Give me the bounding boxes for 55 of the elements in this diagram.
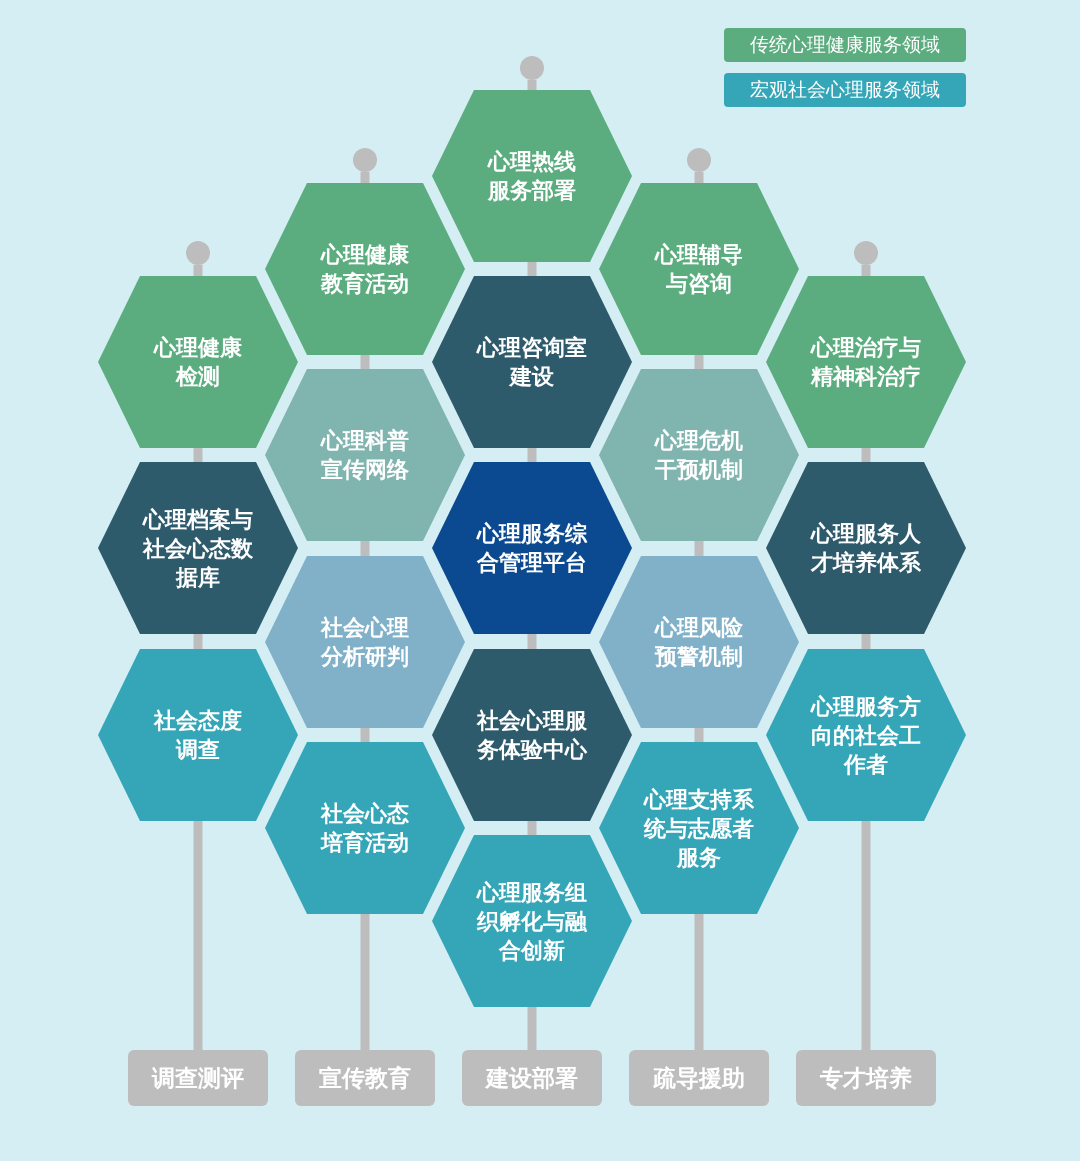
hexagon: 心理咨询室建设 [432, 276, 632, 448]
pole-knob [520, 56, 544, 80]
hexagon: 心理支持系统与志愿者服务 [599, 742, 799, 914]
hexagon: 心理服务组织孵化与融合创新 [432, 835, 632, 1007]
hexagon: 社会心态培育活动 [265, 742, 465, 914]
pole-segment [360, 914, 370, 1050]
category-label: 宣传教育 [295, 1050, 435, 1106]
pole-segment [694, 172, 704, 183]
hexagon: 心理治疗与精神科治疗 [766, 276, 966, 448]
hexagon: 心理风险预警机制 [599, 556, 799, 728]
pole-segment [360, 172, 370, 183]
pole-segment [527, 821, 537, 835]
hexagon: 心理档案与社会心态数据库 [98, 462, 298, 634]
pole-segment [360, 728, 370, 742]
pole-segment [861, 821, 871, 1050]
legend-item: 传统心理健康服务领域 [724, 28, 966, 62]
pole-segment [193, 448, 203, 462]
pole-segment [861, 265, 871, 276]
pole-segment [527, 1007, 537, 1050]
pole-segment [694, 914, 704, 1050]
hexagon: 心理服务方向的社会工作者 [766, 649, 966, 821]
pole-segment [193, 265, 203, 276]
pole-segment [527, 634, 537, 649]
hexagon: 心理服务综合管理平台 [432, 462, 632, 634]
category-label: 建设部署 [462, 1050, 602, 1106]
hexagon: 心理热线服务部署 [432, 90, 632, 262]
pole-segment [694, 355, 704, 369]
hexagon: 心理健康检测 [98, 276, 298, 448]
pole-segment [694, 728, 704, 742]
category-label: 专才培养 [796, 1050, 936, 1106]
pole-knob [186, 241, 210, 265]
pole-segment [360, 355, 370, 369]
pole-segment [193, 634, 203, 649]
pole-segment [527, 448, 537, 462]
pole-segment [527, 262, 537, 276]
hexagon: 心理危机干预机制 [599, 369, 799, 541]
pole-segment [861, 448, 871, 462]
hexagon: 社会心理分析研判 [265, 556, 465, 728]
category-label: 调查测评 [128, 1050, 268, 1106]
hexagon: 心理科普宣传网络 [265, 369, 465, 541]
pole-segment [527, 80, 537, 90]
hexagon: 心理健康教育活动 [265, 183, 465, 355]
hexagon: 社会态度调查 [98, 649, 298, 821]
hexagon: 心理辅导与咨询 [599, 183, 799, 355]
pole-knob [687, 148, 711, 172]
pole-knob [854, 241, 878, 265]
pole-segment [193, 821, 203, 1050]
pole-segment [861, 634, 871, 649]
pole-segment [694, 541, 704, 556]
pole-segment [360, 541, 370, 556]
hexagon: 社会心理服务体验中心 [432, 649, 632, 821]
category-label: 疏导援助 [629, 1050, 769, 1106]
legend-item: 宏观社会心理服务领域 [724, 73, 966, 107]
pole-knob [353, 148, 377, 172]
hexagon: 心理服务人才培养体系 [766, 462, 966, 634]
